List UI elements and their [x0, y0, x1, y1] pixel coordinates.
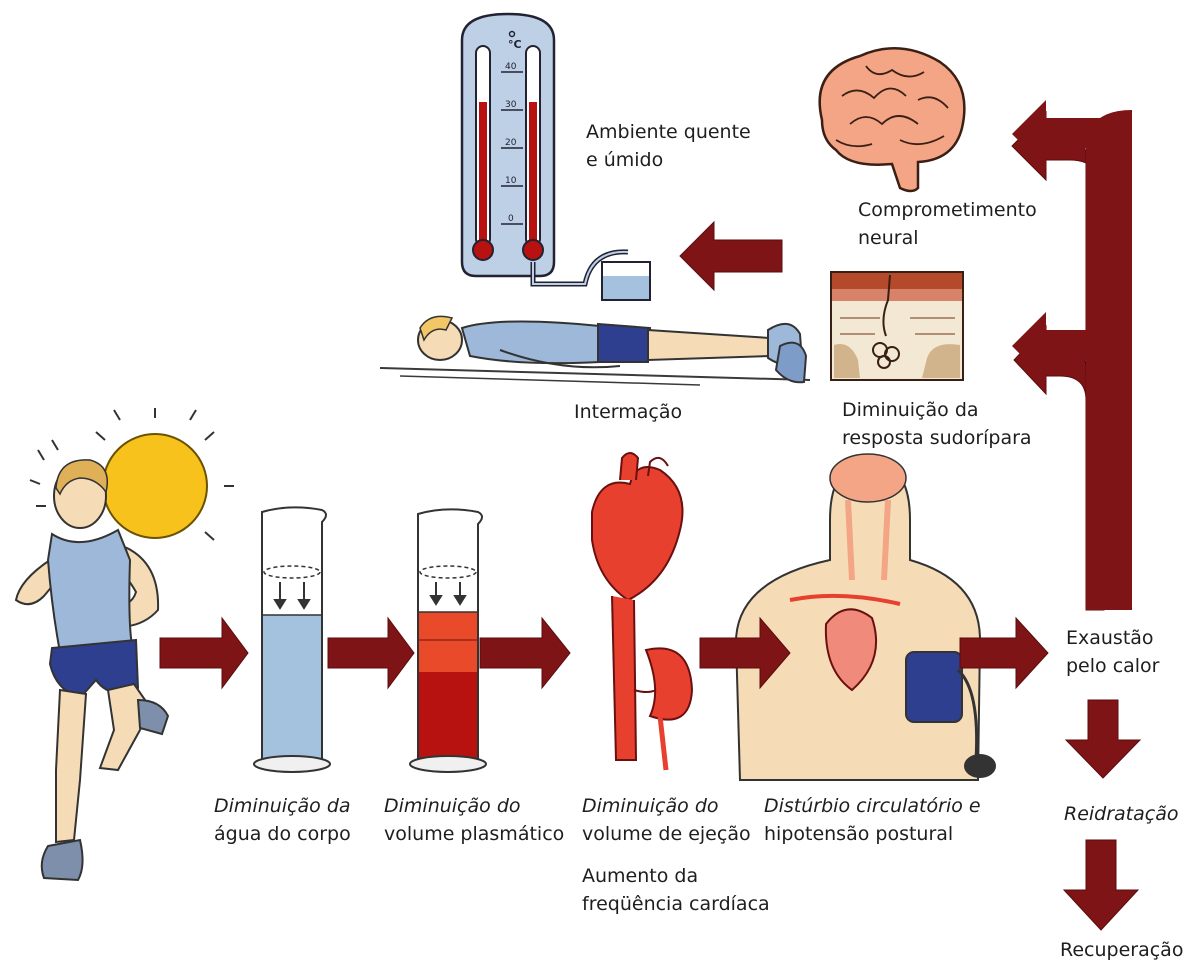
label-recovery-text: Recuperação [1060, 936, 1183, 964]
label-exhaustion-line1: Exaustão [1066, 624, 1160, 652]
label-ambient-line1: Ambiente quente [586, 118, 751, 146]
label-sweat-line2: resposta sudorípara [842, 424, 1032, 452]
arrow-left-icon [680, 222, 782, 290]
label-exhaustion-line2: pelo calor [1066, 652, 1160, 680]
label-plasma-line2: volume plasmático [384, 820, 564, 848]
tick-label: 0 [508, 214, 514, 224]
torso-bp-cuff-icon [736, 454, 996, 780]
tick-label: 10 [505, 176, 517, 186]
label-circulatory-line1: Distúrbio circulatório e [764, 792, 981, 820]
label-heart-rate-line1: Aumento da [582, 862, 770, 890]
arrow-right-icon [328, 618, 414, 688]
label-heatstroke-text: Intermação [574, 398, 682, 426]
arrow-down-icon [1064, 840, 1138, 930]
heart-kidney-icon [592, 453, 692, 770]
tick-label: 20 [505, 138, 517, 148]
label-rehydration-text: Reidratação [1064, 800, 1179, 828]
brain-icon [820, 48, 965, 191]
label-circulatory-line2: hipotensão postural [764, 820, 981, 848]
label-heart-rate: Aumento da freqüência cardíaca [582, 862, 770, 918]
label-circulatory: Distúrbio circulatório e hipotensão post… [764, 792, 981, 848]
label-neural-line2: neural [858, 224, 1037, 252]
label-exhaustion: Exaustão pelo calor [1066, 624, 1160, 680]
skin-section-icon [831, 272, 963, 380]
lying-runner-icon [380, 316, 810, 385]
label-heatstroke: Intermação [574, 398, 682, 426]
label-rehydration: Reidratação [1064, 800, 1179, 828]
label-body-water-line2: água do corpo [214, 820, 351, 848]
label-stroke-volume-line1: Diminuição do [582, 792, 751, 820]
label-plasma-line1: Diminuição do [384, 792, 564, 820]
label-heart-rate-line2: freqüência cardíaca [582, 890, 770, 918]
label-recovery: Recuperação [1060, 936, 1183, 964]
label-body-water-line1: Diminuição da [214, 792, 351, 820]
arrow-right-icon [160, 618, 248, 688]
label-ambient-line2: e úmido [586, 146, 751, 174]
label-neural-line1: Comprometimento [858, 196, 1037, 224]
thermometer-unit: °C [508, 38, 522, 51]
arrow-right-icon [480, 618, 570, 688]
label-sweat-line1: Diminuição da [842, 396, 1032, 424]
sun-icon [96, 408, 234, 540]
tick-label: 40 [505, 62, 517, 72]
tick-label: 30 [505, 100, 517, 110]
label-neural: Comprometimento neural [858, 196, 1037, 252]
label-body-water: Diminuição da água do corpo [214, 792, 351, 848]
arrow-down-icon [1066, 700, 1140, 778]
cylinder-plasma-icon [410, 509, 486, 772]
label-sweat: Diminuição da resposta sudorípara [842, 396, 1032, 452]
label-stroke-volume-line2: volume de ejeção [582, 820, 751, 848]
label-stroke-volume: Diminuição do volume de ejeção [582, 792, 751, 848]
label-ambient: Ambiente quente e úmido [586, 118, 751, 174]
cylinder-water-icon [254, 507, 330, 772]
label-plasma: Diminuição do volume plasmático [384, 792, 564, 848]
